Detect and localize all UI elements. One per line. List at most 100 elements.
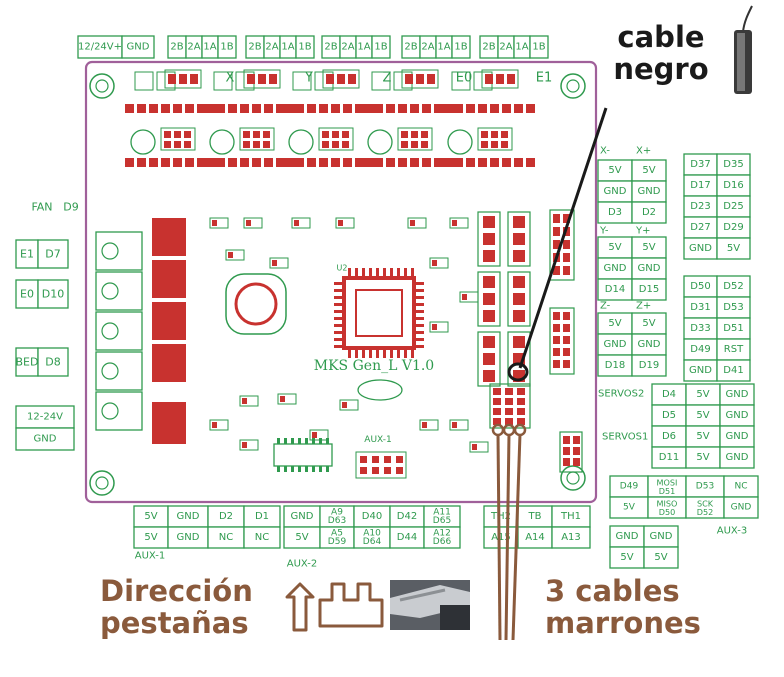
driver-pin	[295, 104, 304, 113]
pin-label: 1A	[203, 42, 216, 53]
jumper-pin	[164, 141, 171, 148]
mcu-pin	[348, 268, 351, 276]
endstop-x-max-label: X+	[636, 146, 651, 157]
smd-component	[429, 257, 449, 269]
mcu-pin	[355, 268, 358, 276]
mcu-pin	[334, 282, 342, 285]
aux4-header	[549, 209, 575, 281]
terminal-screw	[101, 242, 119, 260]
jumper-pin	[481, 131, 488, 138]
driver-pin	[367, 104, 376, 113]
driver-pin	[240, 158, 249, 167]
servo-pin	[505, 418, 513, 425]
top-connector-5	[479, 35, 549, 59]
aux1-pin	[384, 456, 391, 463]
servo-pin	[493, 398, 501, 405]
pin-label: GND	[726, 410, 749, 421]
jumper-pin	[491, 141, 498, 148]
aux1-pin	[384, 467, 391, 474]
pin-label: D5	[662, 410, 676, 421]
pin-label: D50	[659, 507, 676, 517]
smd-component	[407, 217, 427, 229]
driver-pin	[276, 104, 285, 113]
jumper-pin	[164, 131, 171, 138]
pin-label: TH2	[490, 511, 511, 522]
terminal-screw	[101, 402, 119, 420]
top-connector-1	[167, 35, 237, 59]
pin-label: D23	[690, 201, 710, 212]
photo-detail	[399, 588, 446, 602]
pin-pad	[485, 74, 493, 84]
driver-pin	[149, 158, 158, 167]
pin-label: NC	[255, 532, 269, 543]
pin-label: 2A	[421, 42, 434, 53]
mcu-pin	[334, 324, 342, 327]
driver-pin	[526, 158, 535, 167]
aux2-label: AUX-2	[287, 559, 317, 570]
black-cable-label-line2: negro	[613, 51, 709, 86]
pin-label: D27	[690, 222, 710, 233]
driver-pin	[490, 158, 499, 167]
pin-label: D49	[620, 482, 639, 492]
pin-label: D51	[659, 486, 676, 496]
driver-pin	[422, 158, 431, 167]
pin-label: D7	[45, 248, 60, 261]
header-pin	[513, 276, 525, 288]
tab-direction-label: Dirección pestañas	[100, 575, 253, 640]
black-cable-pointer	[518, 107, 608, 369]
smd-component	[469, 441, 489, 453]
smd-pad	[280, 396, 285, 402]
pin-label: D37	[690, 159, 710, 170]
connector-tab-icon	[318, 582, 384, 628]
pin-label: 1B	[532, 42, 545, 53]
driver-pin	[410, 104, 419, 113]
smd-pad	[338, 220, 343, 226]
smd-component	[449, 217, 469, 229]
pin-label: 2B	[170, 42, 183, 53]
driver-pin	[295, 158, 304, 167]
driver-pin	[514, 158, 523, 167]
header-pin	[483, 293, 495, 305]
mcu-pin	[397, 268, 400, 276]
aux3-extra-table	[609, 525, 679, 569]
smd-component	[209, 217, 229, 229]
axis-label-Z: Z	[383, 71, 392, 86]
pin-label: D52	[723, 281, 743, 292]
pin-label: D25	[723, 201, 743, 212]
smd-pad	[272, 260, 277, 266]
pin-label: RST	[724, 344, 744, 355]
pin-label: GND	[638, 339, 661, 350]
driver-pin	[185, 104, 194, 113]
header-outline	[322, 69, 360, 89]
pin-label: A9	[331, 507, 343, 517]
smd-component	[429, 321, 449, 333]
driver-pin	[386, 158, 395, 167]
driver-pin	[204, 104, 213, 113]
servos-table	[651, 383, 755, 469]
mcu-pin	[416, 338, 424, 341]
mcu-pin	[390, 268, 393, 276]
pin-cell	[643, 546, 679, 569]
pin-label: D50	[690, 281, 710, 292]
pin-label: 5V	[295, 532, 308, 543]
smd-pad	[432, 324, 437, 330]
pin-label: 2B	[404, 42, 417, 53]
driver-pin	[514, 104, 523, 113]
header-pin	[483, 276, 495, 288]
pin-label: GND	[726, 452, 749, 463]
pin-label: 2B	[324, 42, 337, 53]
mcu-pin	[411, 268, 414, 276]
black-cable-label-line1: cable	[617, 20, 705, 54]
header-outline	[477, 271, 501, 327]
brown-cable-wire	[511, 433, 522, 641]
mcu-pin	[404, 350, 407, 358]
aux3-small-pin	[563, 447, 570, 455]
mcu-pin	[416, 282, 424, 285]
mcu-core	[355, 289, 403, 337]
aux3-small-header	[559, 431, 583, 473]
pin-cell	[15, 427, 75, 451]
probe-cable-icon	[734, 5, 753, 94]
driver-pin	[125, 158, 134, 167]
driver-pin	[343, 104, 352, 113]
pin-label: D64	[363, 537, 382, 547]
